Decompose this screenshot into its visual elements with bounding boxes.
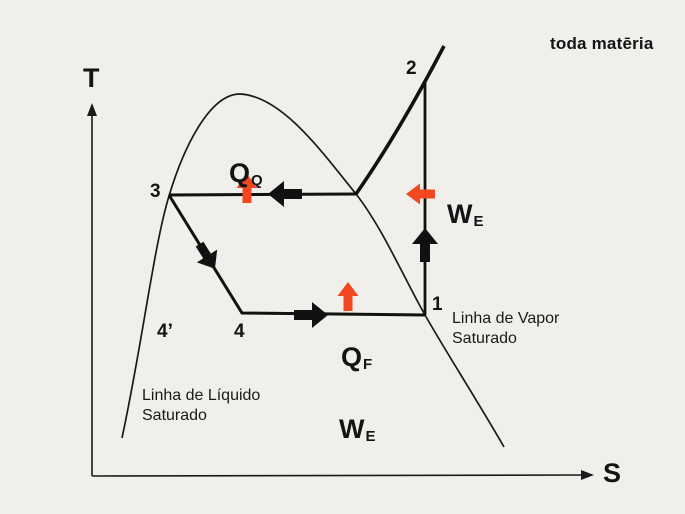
heat-absorbed-arrow: [337, 282, 359, 311]
work-area-subscript: E: [365, 428, 376, 445]
energy-arrows: [236, 174, 435, 311]
work-area-label: WE: [339, 389, 376, 445]
point-label-4-prime: 4’: [157, 321, 173, 342]
s-axis-arrowhead: [581, 470, 594, 480]
q-hot-main: Q: [229, 158, 251, 188]
work-input-label: WE: [447, 174, 484, 230]
q-cold-main: Q: [341, 342, 363, 372]
t-axis-arrowhead: [87, 103, 97, 116]
axes: [91, 113, 586, 477]
flow-arrows: [195, 181, 438, 328]
q-hot-subscript: Q: [251, 172, 263, 189]
point-label-4: 4: [234, 321, 245, 342]
work-area-main: W: [339, 414, 365, 444]
compression-superheat-line: [354, 45, 446, 196]
work-input-subscript: E: [473, 213, 484, 230]
t-axis-label: T: [83, 63, 100, 93]
heat-rejected-arrow: [236, 174, 258, 203]
compression-flow-arrow: [412, 228, 438, 262]
s-axis-label: S: [603, 458, 622, 488]
cycle-lines: [167, 45, 446, 317]
expansion-evaporation-line: [167, 194, 426, 317]
brand-logo: toda matēria: [550, 34, 654, 53]
expansion-flow-arrow: [195, 241, 218, 269]
point-label-3: 3: [150, 181, 161, 202]
saturation-dome-curve: [121, 93, 505, 448]
q-cold-subscript: F: [363, 356, 373, 373]
evaporation-flow-arrow: [294, 302, 328, 328]
q-hot-label: QQ: [229, 133, 263, 189]
saturated-vapor-line-label: Linha de Vapor Saturado: [452, 310, 560, 347]
q-cold-label: QF: [341, 317, 373, 373]
point-label-2: 2: [406, 58, 417, 79]
point-label-1: 1: [432, 294, 443, 315]
saturated-liquid-line-label: Linha de Líquido Saturado: [142, 387, 261, 424]
condensation-flow-arrow: [268, 181, 302, 207]
work-input-arrow: [406, 183, 435, 205]
s-axis-line: [91, 474, 586, 477]
work-input-main: W: [447, 199, 473, 229]
condensation-line: [168, 192, 357, 197]
